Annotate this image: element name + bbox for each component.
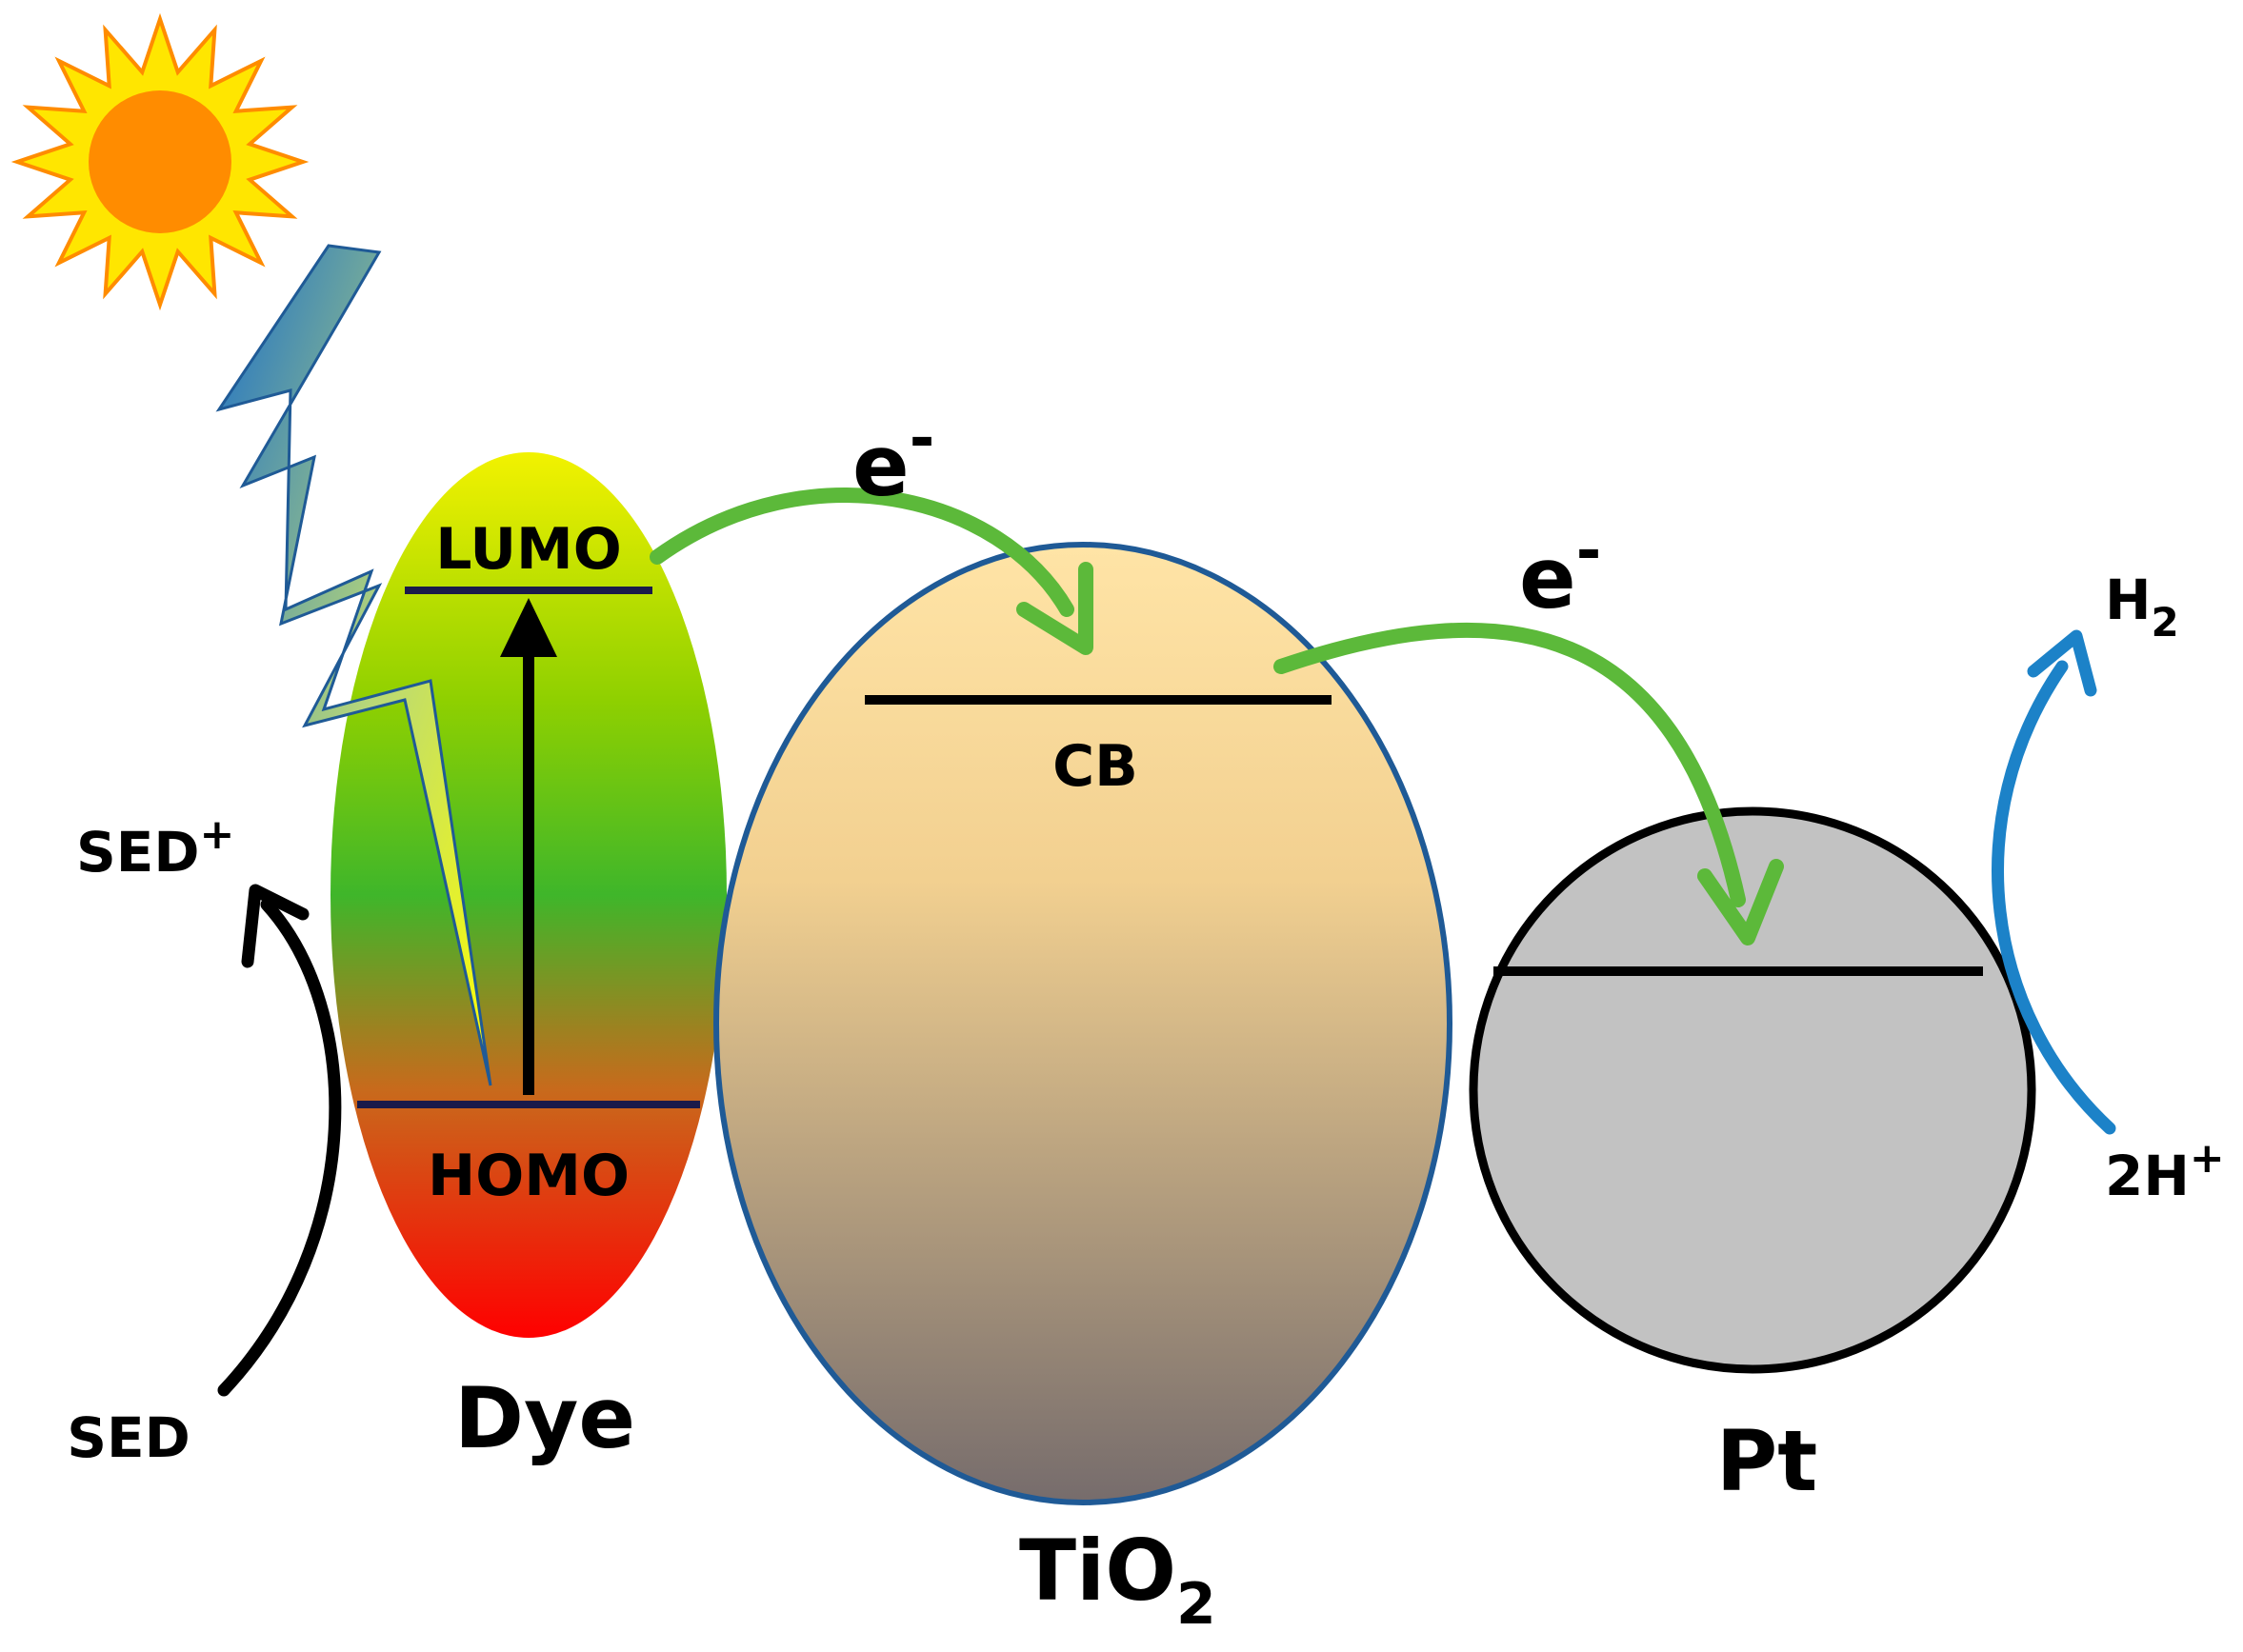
sed-plus-label: SED+ <box>76 810 234 885</box>
dye-label: Dye <box>454 1369 635 1467</box>
sun-icon <box>10 12 310 311</box>
tio2-label: TiO2 <box>1019 1522 1216 1638</box>
sed-label: SED <box>67 1405 190 1470</box>
lumo-label: LUMO <box>435 516 622 583</box>
electron-label-2: e- <box>1519 516 1601 627</box>
pt-label: Pt <box>1716 1412 1818 1510</box>
electron-arrow-tio2-to-pt <box>1273 622 1784 945</box>
homo-label: HOMO <box>428 1143 630 1209</box>
excitation-arrow <box>500 598 557 1095</box>
tio2-ellipse <box>713 542 1452 1505</box>
two-h-plus-label: 2H+ <box>2105 1134 2225 1208</box>
h2-label: H2 <box>2105 567 2179 646</box>
pt-particle <box>1469 806 2036 1374</box>
hydrogen-evolution-arrow <box>1992 629 2116 1135</box>
electron-arrow-dye-to-tio2 <box>650 488 1093 655</box>
lightning-icon <box>215 244 492 1086</box>
electron-label-1: e- <box>852 404 934 515</box>
cb-label: CB <box>1052 733 1138 800</box>
sed-oxidation-arrow <box>217 884 342 1397</box>
